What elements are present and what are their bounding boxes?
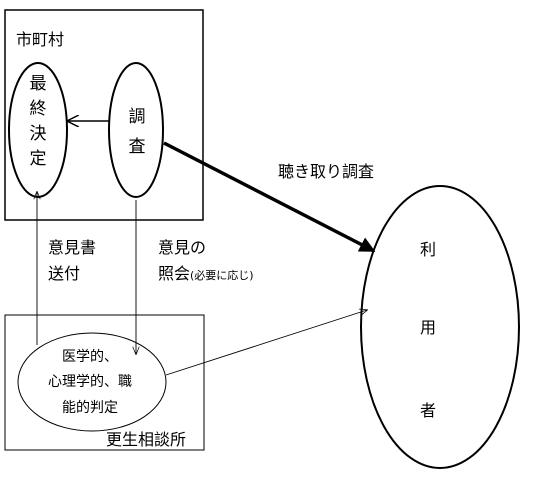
judgement-ellipse: [17, 332, 167, 432]
user-label-char3: 者: [420, 401, 437, 420]
municipality-label: 市町村: [16, 30, 65, 49]
judgement-line3: 能的判定: [62, 400, 118, 416]
opinion-send-label-line1: 意見書: [48, 238, 97, 257]
rehab-office-label: 更生相談所: [106, 430, 187, 449]
judgement-to-user-arrow: [165, 310, 367, 376]
final-decision-label: 最 終 決 定: [29, 74, 47, 169]
judgement-line1: 医学的、: [62, 349, 118, 365]
municipality-box: [4, 9, 204, 221]
investigation-ellipse: [108, 62, 164, 198]
user-label-char1: 利: [420, 240, 437, 259]
user-ellipse: [360, 185, 520, 469]
user-label-char2: 用: [420, 318, 437, 337]
judgement-line2: 心理学的、職: [48, 374, 132, 390]
hearing-investigation-arrow: [163, 141, 376, 253]
rehab-office-box: [4, 314, 205, 451]
hearing-investigation-label: 聴き取り調査: [278, 162, 375, 181]
opinion-request-label-line2: 照会(必要に応じ): [158, 264, 254, 283]
opinion-request-label-line1: 意見の: [158, 238, 207, 257]
investigation-label: 調 査: [128, 107, 146, 157]
opinion-send-label-line2: 送付: [48, 264, 81, 283]
